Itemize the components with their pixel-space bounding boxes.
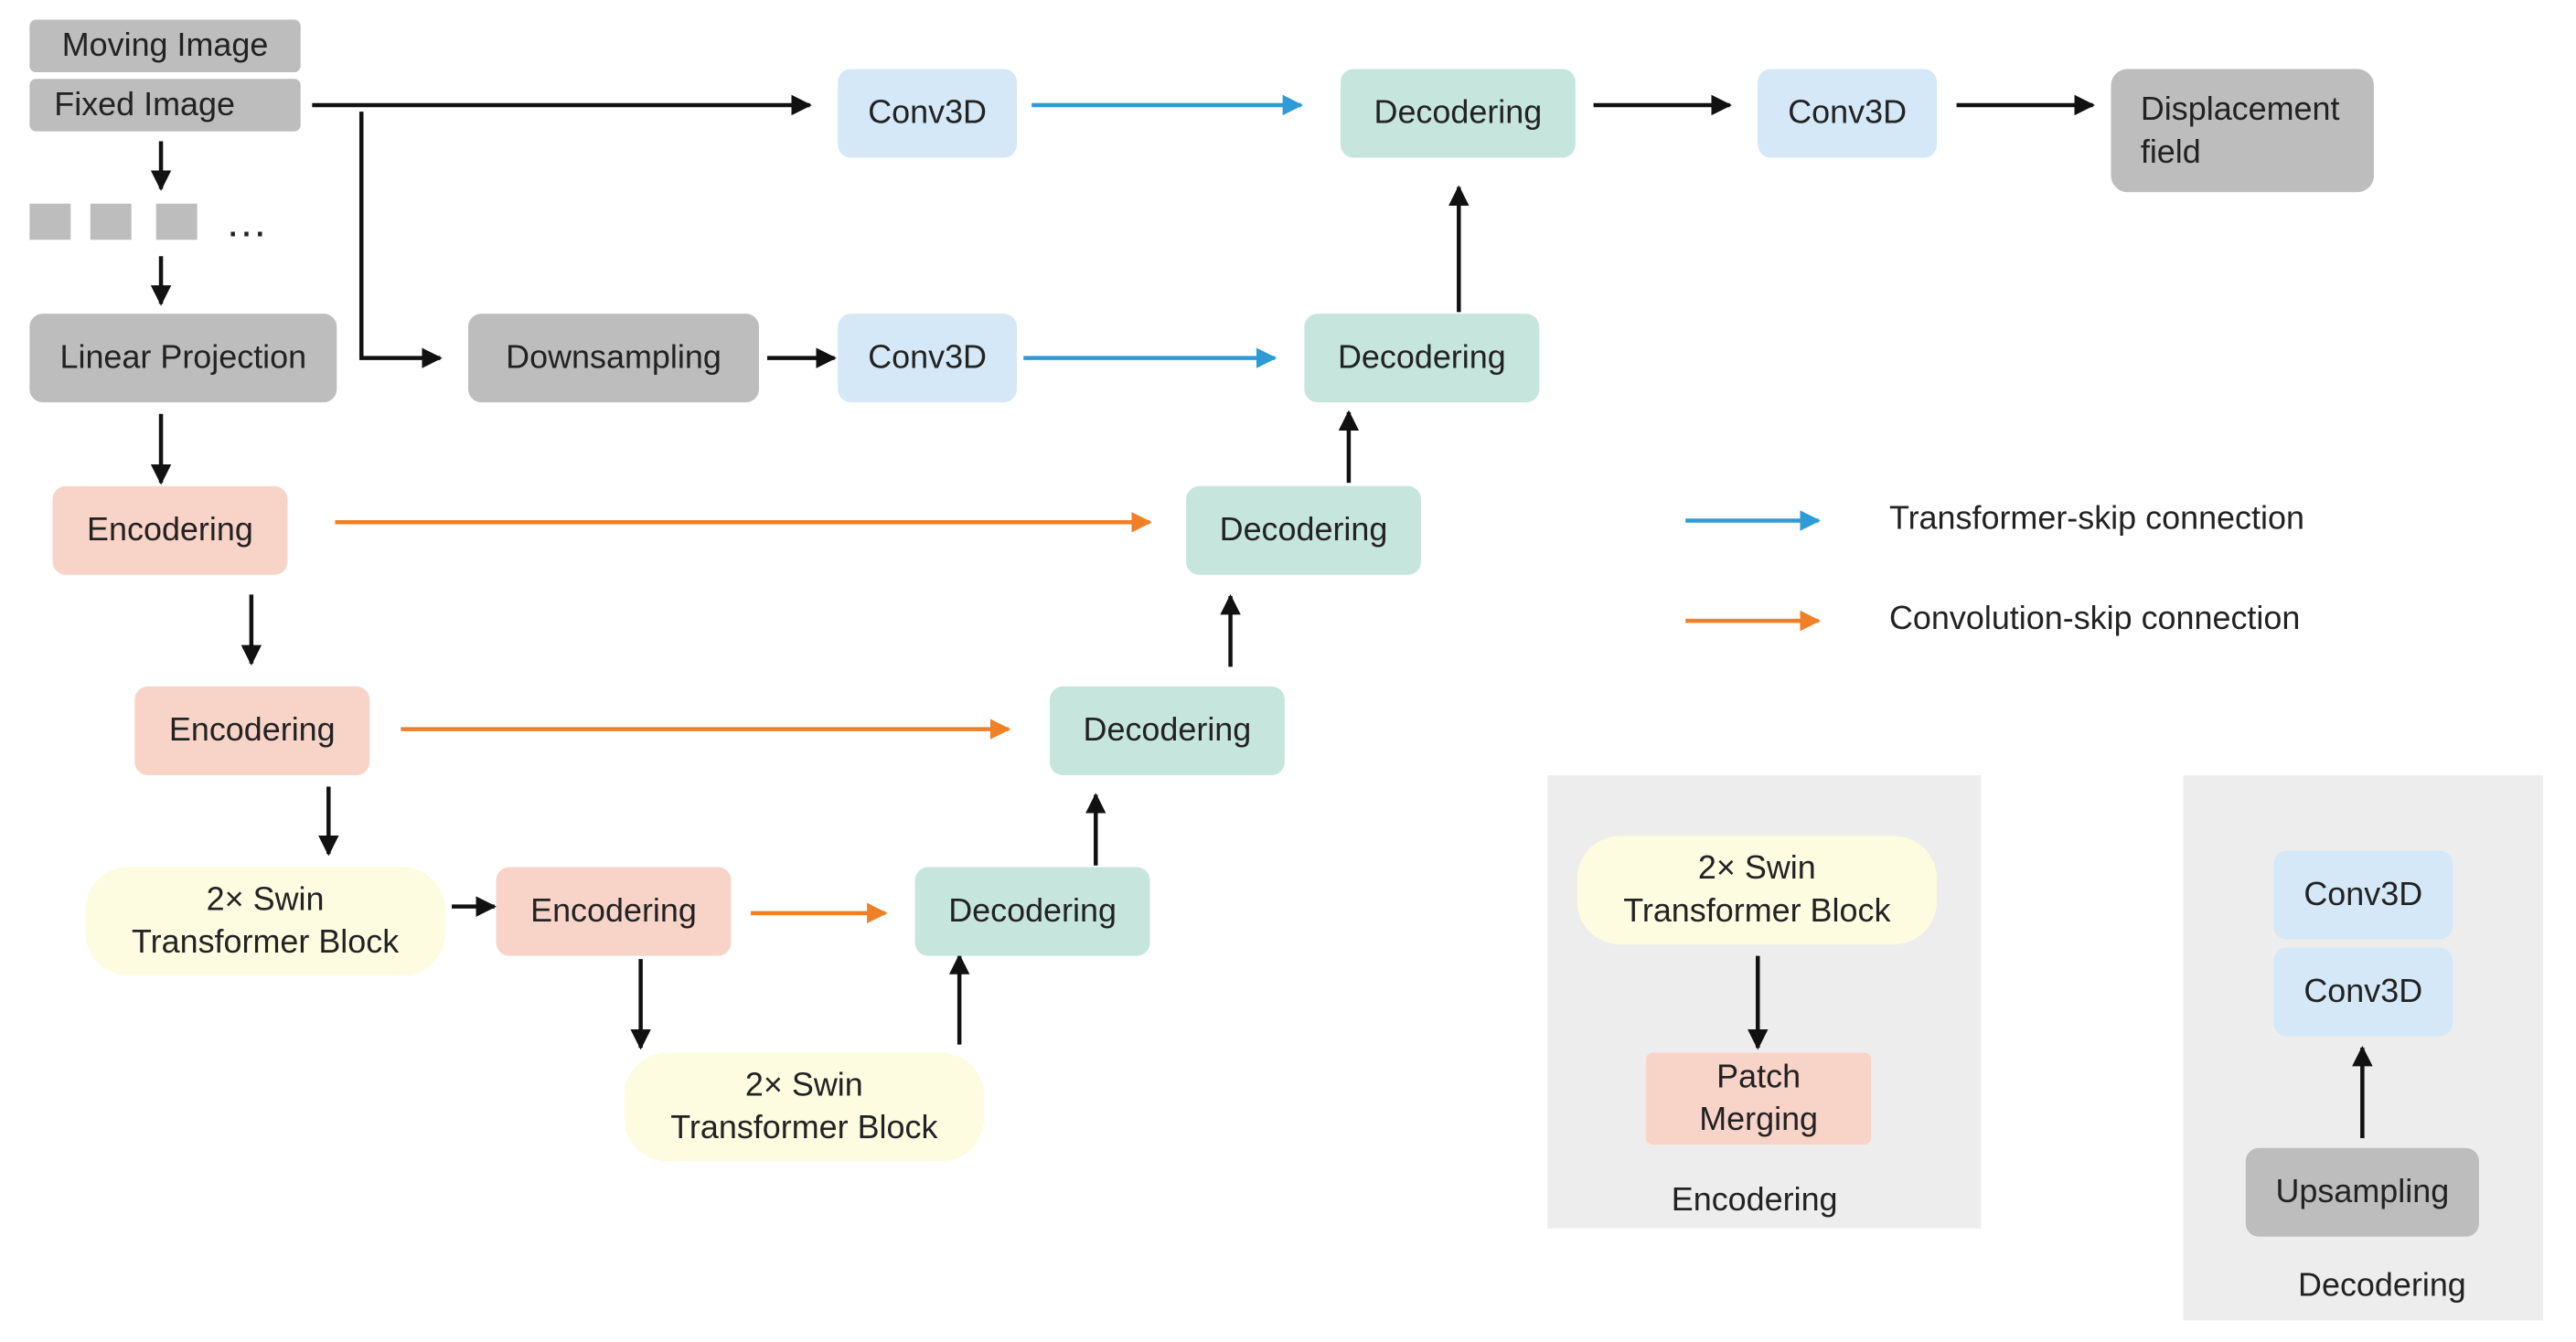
decoder-1-box: Decodering [914, 867, 1150, 956]
conv3d-mid-box: Conv3D [838, 314, 1018, 403]
encoder-panel-patch-merging: Patch Merging [1646, 1052, 1872, 1145]
legend-convolution-label: Convolution-skip connection [1888, 601, 2301, 638]
decoder-top-box: Decodering [1340, 69, 1576, 158]
moving-image-box: Moving Image [29, 19, 301, 73]
patch-square [29, 203, 71, 240]
downsampling-box: Downsampling [468, 314, 759, 403]
encoder-panel-caption: Encodering [1671, 1182, 1838, 1220]
encoder-2-box: Encodering [134, 686, 370, 775]
displacement-field-box: Displacement field [2111, 69, 2374, 193]
patches-ellipsis: … [225, 197, 268, 247]
conv3d-output-box: Conv3D [1758, 69, 1938, 158]
decoder-2-box: Decodering [1049, 686, 1285, 775]
swin-block-1: 2× Swin Transformer Block [85, 867, 445, 976]
swin-block-2: 2× Swin Transformer Block [624, 1052, 985, 1162]
encoder-1-box: Encodering [52, 485, 288, 575]
arrow-fixed-to-downsampling [358, 112, 443, 368]
decoder-3-box: Decodering [1186, 485, 1421, 575]
encoder-3-box: Encodering [496, 867, 732, 956]
legend-transformer-label: Transformer-skip connection [1888, 500, 2304, 538]
decoder-panel-conv3d-a: Conv3D [2273, 850, 2453, 940]
conv3d-top-box: Conv3D [838, 69, 1018, 158]
decoder-4-box: Decodering [1304, 314, 1540, 403]
fixed-image-box: Fixed Image [29, 79, 301, 132]
encoder-panel-swin-block: 2× Swin Transformer Block [1577, 836, 1938, 944]
patch-square [90, 203, 132, 240]
patch-square [155, 203, 198, 240]
linear-projection-box: Linear Projection [29, 314, 337, 403]
decoder-panel-caption: Decodering [2298, 1267, 2466, 1305]
decoder-panel-upsampling: Upsampling [2245, 1147, 2479, 1237]
decoder-panel-conv3d-b: Conv3D [2273, 947, 2453, 1037]
